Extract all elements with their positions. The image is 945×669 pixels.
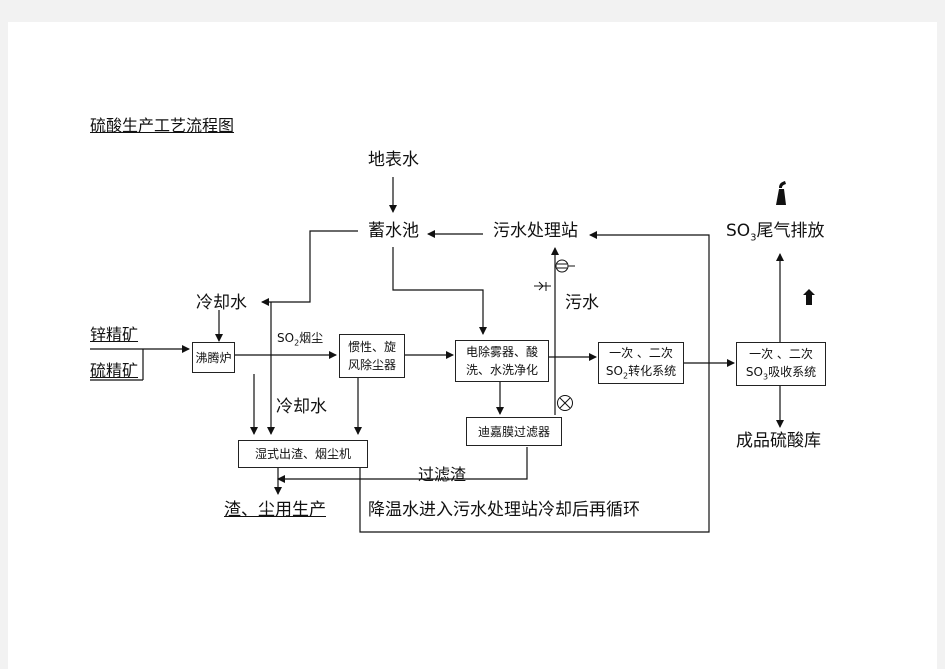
zinc-concentrate-label: 锌精矿 bbox=[90, 325, 139, 344]
valve-icon bbox=[557, 395, 573, 411]
cooling-water-mid-label: 冷却水 bbox=[276, 397, 327, 417]
page-title: 硫酸生产工艺流程图 bbox=[90, 116, 235, 135]
flowchart-page: 硫酸生产工艺流程图 地表水 蓄水池 污水处理站 SO3尾气排放 冷却水 污水 锌… bbox=[8, 22, 937, 669]
sulfur-concentrate-label: 硫精矿 bbox=[90, 361, 139, 380]
sewage-station-label: 污水处理站 bbox=[493, 221, 578, 241]
so3-tail-gas-label: SO3尾气排放 bbox=[726, 221, 825, 244]
so2-dust-label: SO2烟尘 bbox=[277, 331, 324, 348]
filter-residue-label: 过滤渣 bbox=[418, 465, 467, 484]
up-arrow-icon bbox=[803, 289, 815, 305]
pump-icon bbox=[555, 259, 575, 273]
membrane-filter-box: 迪嘉膜过滤器 bbox=[466, 417, 562, 446]
boiler-box: 沸腾炉 bbox=[192, 342, 235, 373]
inertia-separator-box: 惯性、旋风除尘器 bbox=[339, 334, 405, 378]
surface-water-label: 地表水 bbox=[368, 150, 419, 170]
cooling-note-label: 降温水进入污水处理站冷却后再循环 bbox=[368, 500, 640, 520]
chimney-icon bbox=[776, 181, 786, 205]
cooling-water-top-label: 冷却水 bbox=[196, 293, 247, 313]
product-store-label: 成品硫酸库 bbox=[736, 431, 821, 451]
sewage-label: 污水 bbox=[565, 293, 599, 313]
flow-lines bbox=[90, 177, 784, 533]
reservoir-label: 蓄水池 bbox=[368, 221, 419, 241]
wet-slag-dust-box: 湿式出渣、烟尘机 bbox=[238, 440, 368, 468]
residue-dust-label: 渣、尘用生产 bbox=[224, 500, 326, 520]
sprayer-icon bbox=[534, 281, 551, 291]
demister-box: 电除雾器、酸洗、水洗净化 bbox=[455, 340, 549, 382]
